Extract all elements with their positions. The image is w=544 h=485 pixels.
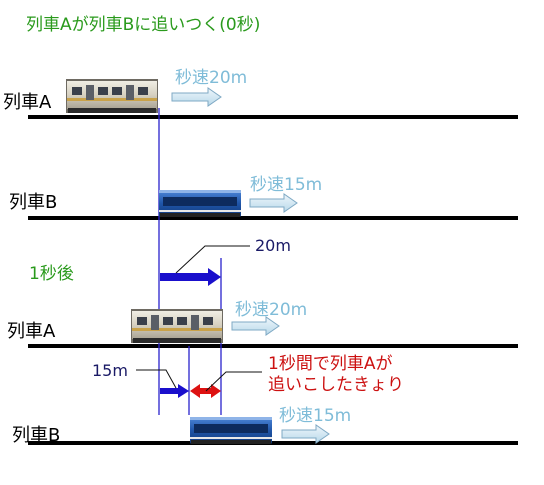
leader-line-15m bbox=[136, 369, 177, 389]
train-a-label-scene0: 列車A bbox=[3, 92, 52, 113]
train-b-label-scene1: 列車B bbox=[12, 425, 61, 446]
speed-arrow-icon-train-b-scene1 bbox=[281, 424, 330, 444]
distance-arrow-icon-train-b bbox=[160, 384, 189, 398]
train-a-label-scene1: 列車A bbox=[7, 321, 56, 342]
speed-arrow-icon-train-a-scene1 bbox=[231, 316, 280, 336]
track-scene1-train-a bbox=[28, 344, 518, 348]
leader-line-overtake bbox=[205, 371, 262, 392]
train-b-speed-scene1: 秒速15m bbox=[279, 406, 352, 426]
overtake-note-line1: 1秒間で列車Aが bbox=[268, 354, 393, 374]
diagram-title: 列車Aが列車Bに追いつく(0秒) bbox=[26, 15, 261, 35]
leader-line-20m bbox=[175, 245, 250, 274]
overtake-note: 1秒間で列車Aが 追いこしたきょり bbox=[268, 354, 404, 396]
train-a-speed-scene0: 秒速20m bbox=[175, 68, 248, 88]
one-second-later-label: 1秒後 bbox=[29, 264, 74, 284]
train-b-speed-scene0: 秒速15m bbox=[250, 175, 323, 195]
train-b-scene1 bbox=[190, 417, 272, 444]
speed-arrow-icon-train-b-scene0 bbox=[249, 193, 298, 213]
train-a-scene1 bbox=[131, 309, 223, 343]
train-a-scene0 bbox=[66, 79, 158, 113]
speed-arrow-icon-train-a-scene0 bbox=[171, 87, 222, 107]
distance-label-train-b: 15m bbox=[92, 361, 128, 380]
track-scene0-train-a bbox=[28, 115, 518, 119]
train-a-speed-scene1: 秒速20m bbox=[235, 300, 308, 320]
overtake-distance-arrow-icon bbox=[190, 384, 221, 398]
track-scene0-train-b bbox=[28, 216, 518, 220]
distance-arrow-icon-train-a bbox=[160, 268, 221, 286]
train-b-scene0 bbox=[159, 190, 241, 217]
train-b-label-scene0: 列車B bbox=[9, 192, 58, 213]
track-scene1-train-b bbox=[28, 441, 518, 445]
overtake-note-line2: 追いこしたきょり bbox=[268, 375, 404, 395]
distance-label-train-a: 20m bbox=[255, 236, 291, 255]
